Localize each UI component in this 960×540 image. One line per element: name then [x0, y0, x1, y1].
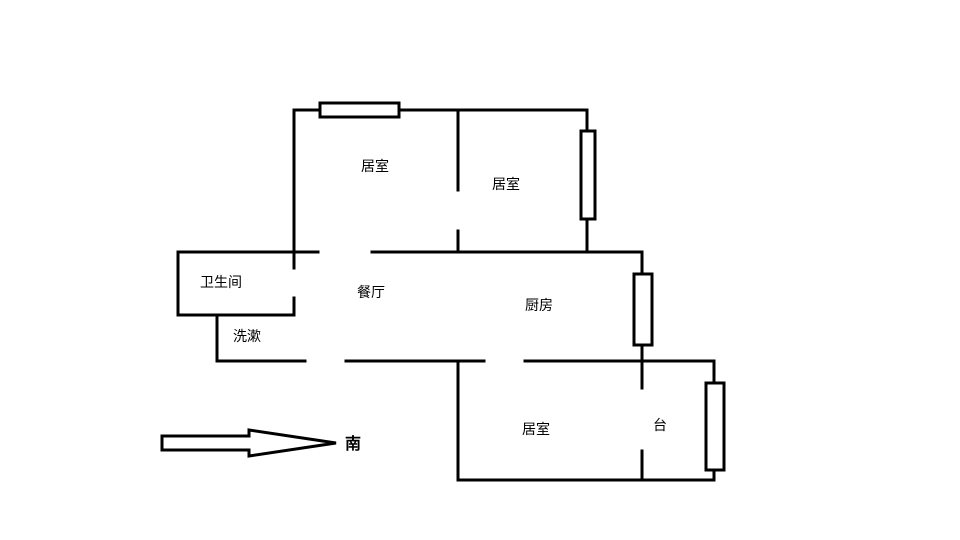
window-right-upper — [579, 129, 597, 221]
room-label-washroom: 洗漱 — [233, 329, 261, 345]
walls-bathroom — [176, 250, 296, 363]
window-right-balcony — [704, 381, 726, 472]
window-right-kitchen — [632, 272, 654, 347]
room-label-balcony: 台 — [653, 418, 667, 434]
room-label-bedroom-upper-left: 居室 — [361, 158, 389, 175]
walls-lower-bedroom — [456, 359, 716, 482]
compass-direction-label: 南 — [345, 434, 361, 453]
room-label-bedroom-upper-right: 居室 — [492, 176, 520, 193]
room-label-bedroom-lower: 居室 — [522, 421, 550, 438]
window-top — [318, 101, 401, 119]
room-label-dining-room: 餐厅 — [357, 285, 385, 301]
room-label-bathroom: 卫生间 — [200, 275, 242, 291]
walls-middle-top — [292, 250, 644, 482]
walls-upper-bedrooms — [292, 108, 589, 270]
south-arrow-icon — [160, 428, 337, 458]
room-label-kitchen: 厨房 — [525, 298, 553, 314]
